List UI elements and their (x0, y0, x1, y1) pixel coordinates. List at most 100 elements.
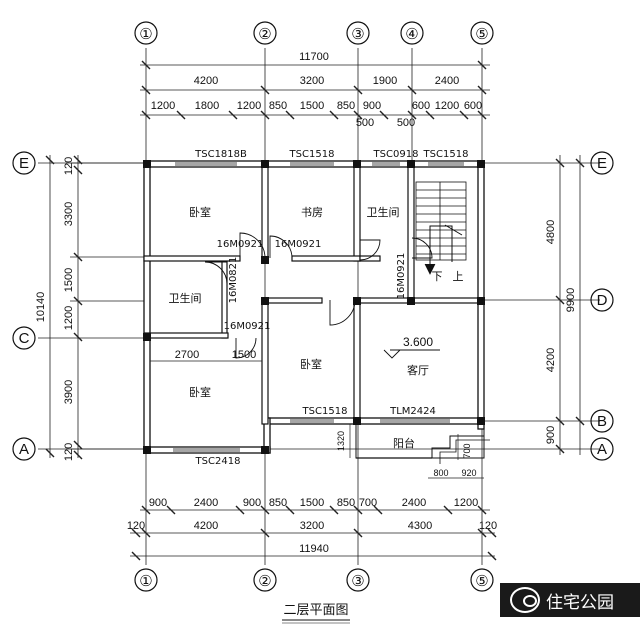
dim-inner-1500: 1500 (232, 349, 256, 361)
grid-lines (38, 48, 600, 565)
dim-inner-2700: 2700 (175, 349, 199, 361)
window-label-tsc2418: TSC2418 (195, 456, 241, 467)
doors (204, 232, 433, 359)
dim-left-seg-3: 1500 (63, 268, 75, 292)
dim-bottom-axis-1: 120 (127, 520, 145, 532)
window-label-tsc1518-ne: TSC1518 (423, 149, 469, 160)
window-label-tsc1818b: TSC1818B (194, 149, 247, 160)
dim-top-axis-2: 3200 (300, 75, 324, 87)
dim-bottom-detail-8: 2400 (402, 497, 426, 509)
window-label-tsc0918: TSC0918 (373, 149, 419, 160)
axis-E-left: E (19, 155, 29, 172)
dim-top-detail-4: 850 (269, 100, 287, 112)
dim-top-detail-1: 1200 (151, 100, 175, 112)
axis-A-left: A (19, 441, 29, 458)
door-label-2: 16M0921 (275, 239, 322, 250)
right-dimension-text: 4800 4200 900 9900 (545, 220, 577, 444)
windows (173, 162, 464, 452)
axis-3-bottom: ③ (351, 573, 364, 590)
columns (143, 160, 485, 454)
dim-bottom-detail-7: 700 (359, 497, 377, 509)
dim-left-seg-2: 3300 (63, 202, 75, 226)
axis-3-top: ③ (351, 26, 364, 43)
room-bath-ne: 卫生间 (367, 205, 400, 219)
room-study: 书房 (301, 206, 323, 219)
balcony-dimension-lines (349, 424, 484, 479)
left-dimension-text: 120 3300 1500 1200 3900 120 10140 (35, 157, 75, 461)
dim-top-axis-4: 2400 (435, 75, 459, 87)
dim-left-seg-5: 3900 (63, 380, 75, 404)
bottom-dimension-lines (130, 505, 497, 561)
dim-top-detail-9: 1200 (435, 100, 459, 112)
wechat-icon (510, 587, 540, 613)
stair (415, 181, 467, 275)
dim-right-seg-1: 4800 (545, 220, 557, 244)
window-label-tsc1518-mid: TSC1518 (302, 406, 348, 417)
dim-bottom-detail-2: 2400 (194, 497, 218, 509)
dim-left-seg-1: 120 (63, 157, 75, 175)
axis-C-left: C (19, 330, 30, 347)
dim-top-sub-2: 500 (397, 117, 415, 129)
dim-top-detail-7: 900 (363, 100, 381, 112)
axis-5-top: ⑤ (475, 26, 488, 43)
axis-bubbles (12, 21, 614, 592)
dim-bottom-axis-2: 4200 (194, 520, 218, 532)
dim-left-total: 10140 (35, 292, 47, 323)
axis-1-top: ① (139, 26, 152, 43)
axis-labels: ① ② ③ ④ ⑤ ① ② ③ ⑤ E C A E D B A (19, 26, 608, 590)
axis-D-right: D (597, 292, 608, 309)
dim-top-detail-2: 1800 (195, 100, 219, 112)
axis-5-bottom: ⑤ (475, 573, 488, 590)
left-dimension-lines (45, 155, 145, 460)
dim-top-detail-5: 1500 (300, 100, 324, 112)
room-bedroom-mid: 卧室 (300, 357, 322, 371)
top-dimension-text: 11700 4200 3200 1900 2400 1200 1800 1200… (151, 51, 482, 129)
top-dimension-lines (140, 60, 490, 120)
dim-top-detail-8: 600 (412, 100, 430, 112)
right-dimension-lines (555, 155, 585, 455)
watermark-text: 住宅公园 (546, 592, 614, 613)
door-label-3: 16M0821 (228, 257, 239, 304)
axis-2-bottom: ② (258, 573, 271, 590)
dim-left-seg-6: 120 (63, 443, 75, 461)
dim-top-axis-1: 4200 (194, 75, 218, 87)
axis-B-right: B (597, 413, 607, 430)
dim-right-seg-2: 4200 (545, 348, 557, 372)
dim-left-seg-4: 1200 (63, 306, 75, 330)
watermark-badge: 住宅公园 (500, 583, 640, 617)
drawing-title: 二层平面图 (283, 603, 348, 618)
dim-bottom-total: 11940 (299, 543, 329, 555)
elevation-marker (383, 349, 440, 359)
bottom-dimension-text: 900 2400 900 850 1500 850 700 2400 1200 … (127, 497, 497, 555)
room-bath-w: 卫生间 (169, 291, 202, 305)
dim-top-sub-1: 500 (356, 117, 374, 129)
dim-stair-800: 800 (433, 468, 448, 478)
elevation-value: 3.600 (403, 335, 433, 349)
dim-top-total: 11700 (299, 51, 329, 63)
door-label-4: 16M0921 (224, 321, 271, 332)
axis-2-top: ② (258, 26, 271, 43)
dim-right-total: 9900 (565, 288, 577, 312)
door-label-5: 16M0921 (396, 253, 407, 300)
room-bedroom-sw: 卧室 (189, 385, 211, 399)
room-bedroom-nw: 卧室 (189, 205, 211, 219)
inner-dimensions: 2700 1500 3.600 (150, 335, 433, 362)
dim-stair-700: 700 (462, 443, 472, 458)
room-living: 客厅 (407, 363, 429, 377)
dim-right-seg-3: 900 (545, 426, 557, 444)
dim-bottom-axis-3: 3200 (300, 520, 324, 532)
axis-1-bottom: ① (139, 573, 152, 590)
dim-bottom-axis-4: 4300 (408, 520, 432, 532)
dim-bottom-detail-9: 1200 (454, 497, 478, 509)
stair-up-label: 上 (453, 270, 464, 283)
axis-A-right: A (597, 441, 607, 458)
dim-balcony-1320: 1320 (336, 431, 346, 451)
dim-bottom-detail-4: 850 (269, 497, 287, 509)
dim-stair-920: 920 (461, 468, 476, 478)
window-label-tsc1518-top: TSC1518 (289, 149, 335, 160)
dim-top-detail-10: 600 (464, 100, 482, 112)
balcony-dimension-text: 700 800 920 1320 (336, 431, 477, 478)
room-labels: 卧室 书房 卫生间 卫生间 卧室 卧室 客厅 阳台 下 上 (169, 205, 464, 450)
stair-down-label: 下 (432, 270, 443, 283)
